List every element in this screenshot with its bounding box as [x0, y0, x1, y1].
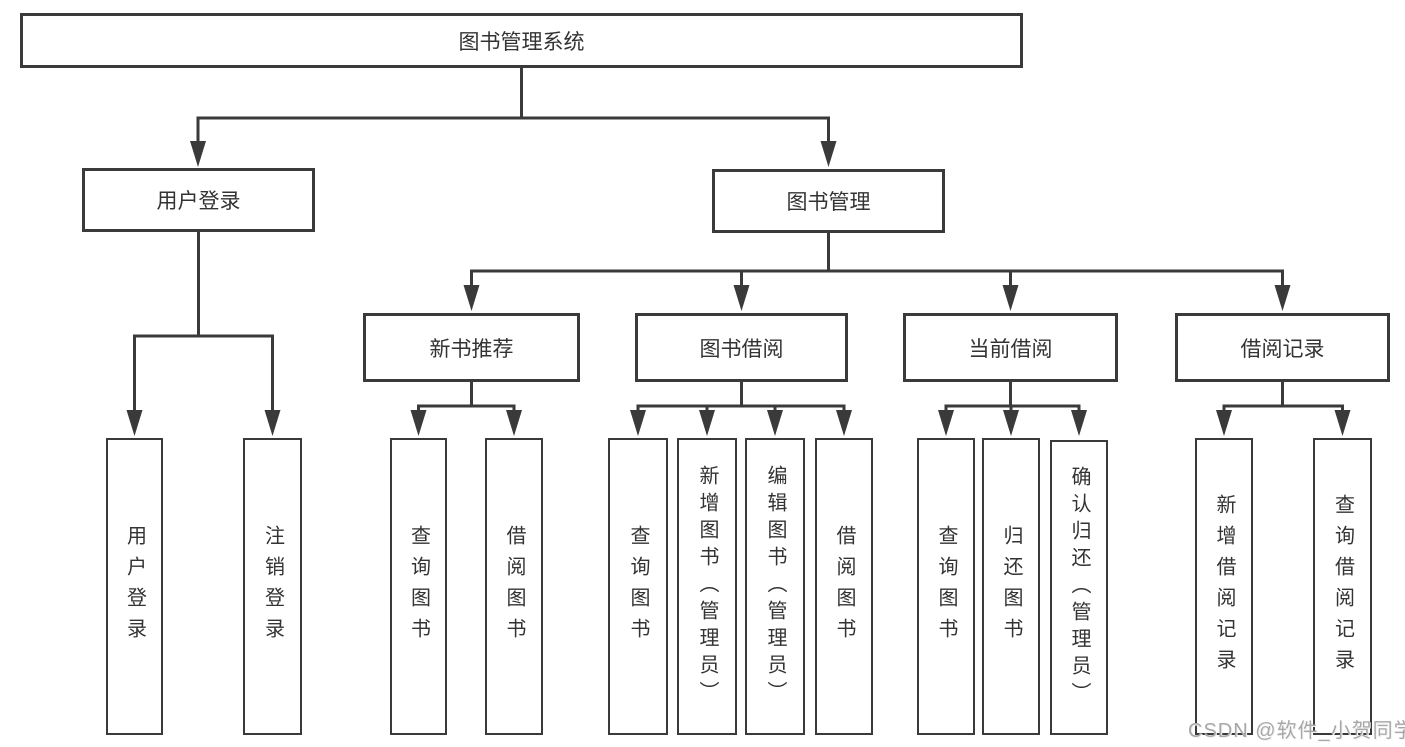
leaf-borrow-books-2-label: 借阅图书 — [833, 524, 855, 649]
node-current-borrow: 当前借阅 — [903, 313, 1118, 382]
leaf-borrow-books-2: 借阅图书 — [815, 438, 873, 735]
leaf-user-login-label: 用户登录 — [123, 524, 146, 649]
node-new-book-recommend: 新书推荐 — [363, 313, 580, 382]
leaf-edit-books-admin-label: 编辑图书（管理员） — [764, 465, 786, 708]
leaf-query-borrow-record: 查询借阅记录 — [1313, 438, 1372, 735]
leaf-query-books-3-label: 查询图书 — [935, 524, 957, 649]
leaf-add-borrow-record: 新增借阅记录 — [1195, 438, 1253, 735]
node-new-book-recommend-label: 新书推荐 — [429, 337, 514, 361]
node-book-management-label: 图书管理 — [786, 191, 871, 214]
leaf-query-borrow-record-label: 查询借阅记录 — [1331, 493, 1354, 680]
node-borrow-records-label: 借阅记录 — [1240, 337, 1325, 361]
node-root-label: 图书管理系统 — [458, 30, 585, 54]
node-root: 图书管理系统 — [20, 13, 1023, 68]
node-book-management: 图书管理 — [712, 169, 945, 233]
leaf-query-books-1-label: 查询图书 — [407, 524, 430, 649]
leaf-logout-login-label: 注销登录 — [261, 524, 284, 649]
leaf-borrow-books-1: 借阅图书 — [485, 438, 543, 735]
leaf-borrow-books-1-label: 借阅图书 — [503, 524, 525, 649]
node-user-login-label: 用户登录 — [156, 190, 241, 213]
node-user-login: 用户登录 — [82, 168, 315, 232]
leaf-add-borrow-record-label: 新增借阅记录 — [1213, 493, 1235, 680]
leaf-query-books-1: 查询图书 — [390, 438, 447, 735]
leaf-return-books: 归还图书 — [982, 438, 1040, 735]
watermark-text: CSDN @软件_小贺同学 — [1188, 720, 1405, 742]
node-book-borrow: 图书借阅 — [635, 313, 848, 382]
leaf-add-books-admin-label: 新增图书（管理员） — [696, 465, 718, 708]
leaf-user-login: 用户登录 — [106, 438, 163, 735]
node-current-borrow-label: 当前借阅 — [968, 337, 1053, 361]
node-borrow-records: 借阅记录 — [1175, 313, 1390, 382]
leaf-query-books-3: 查询图书 — [917, 438, 975, 735]
leaf-query-books-2: 查询图书 — [608, 438, 668, 735]
leaf-edit-books-admin: 编辑图书（管理员） — [745, 438, 805, 735]
leaf-confirm-return-admin: 确认归还（管理员） — [1050, 440, 1108, 735]
leaf-query-books-2-label: 查询图书 — [627, 524, 649, 649]
leaf-logout-login: 注销登录 — [243, 438, 302, 735]
leaf-add-books-admin: 新增图书（管理员） — [677, 438, 737, 735]
leaf-confirm-return-admin-label: 确认归还（管理员） — [1068, 466, 1090, 709]
node-book-borrow-label: 图书借阅 — [699, 337, 784, 361]
leaf-return-books-label: 归还图书 — [1000, 524, 1022, 649]
